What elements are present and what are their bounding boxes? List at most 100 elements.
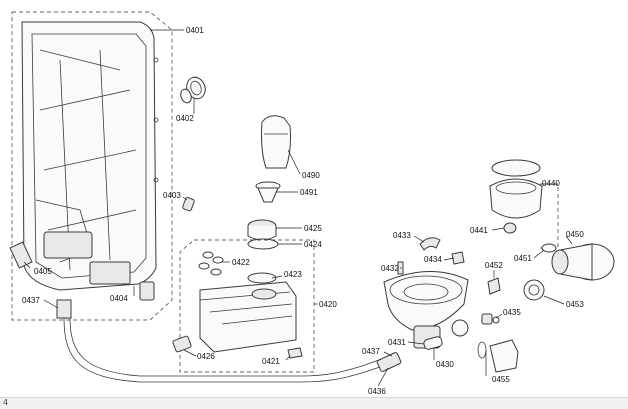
leader-0436 [377, 367, 389, 387]
seal-washer [180, 88, 192, 104]
label-0451: 0451 [514, 254, 532, 263]
label-0420: 0420 [319, 300, 337, 309]
clip-body [451, 251, 465, 265]
side-panel-inner-rim [31, 33, 147, 279]
drain-pump-seal [477, 341, 487, 359]
plug-body [182, 197, 195, 212]
seal-0402-part [180, 76, 206, 104]
label-0437-right: 0437 [362, 347, 380, 356]
leader-0450 [565, 235, 573, 245]
bottom-status-strip: 4 [0, 397, 628, 409]
valve-washer [492, 316, 500, 324]
heater-rim [495, 181, 537, 195]
heater-0440-part [489, 159, 543, 234]
seal-ring-inner [190, 80, 202, 96]
seal-0424-part [247, 238, 279, 250]
leader-0426 [183, 349, 197, 357]
side-panel-screw [153, 57, 159, 63]
leader-0437a [43, 299, 59, 309]
side-panel-bounding-dash [11, 11, 173, 321]
leader-0405 [23, 261, 31, 269]
leader-0434 [443, 257, 455, 261]
label-0401: 0401 [186, 26, 204, 35]
label-0435: 0435 [503, 308, 521, 317]
diagram-canvas: 0401 0402 0403 0404 0405 0437 0490 0491 … [9, 11, 615, 396]
seals-0422-part [198, 251, 224, 276]
label-0434: 0434 [424, 255, 442, 264]
pump-clamp-0451 [541, 243, 557, 253]
leader-0441 [491, 227, 505, 231]
heater-housing [489, 178, 543, 219]
label-0432: 0432 [381, 264, 399, 273]
leader-0437b [383, 351, 393, 357]
vessel-0490-part [261, 115, 291, 169]
label-0430: 0430 [436, 360, 454, 369]
heater-top-seal [491, 159, 541, 177]
sump-side-port [451, 319, 469, 337]
adapter-face [523, 279, 545, 301]
clip-body [287, 347, 303, 359]
label-0433: 0433 [393, 231, 411, 240]
label-0423: 0423 [284, 270, 302, 279]
heater-bracket [540, 183, 559, 249]
label-0455: 0455 [492, 375, 510, 384]
label-0453: 0453 [566, 300, 584, 309]
label-0450: 0450 [566, 230, 584, 239]
label-0425: 0425 [304, 224, 322, 233]
label-0405: 0405 [34, 267, 52, 276]
pump-0455-part [477, 339, 519, 373]
nozzle-0431-part [423, 336, 443, 350]
side-panel-outlet [139, 281, 155, 301]
side-panel-valve-block [43, 231, 93, 259]
label-0440: 0440 [542, 179, 560, 188]
clip-0452-part [487, 277, 501, 295]
softener-bounding-dash [179, 239, 315, 373]
label-0490: 0490 [302, 171, 320, 180]
label-0424: 0424 [304, 240, 322, 249]
label-0431: 0431 [388, 338, 406, 347]
side-panel-screw [153, 177, 159, 183]
softener-0420-part [199, 281, 297, 353]
leader-0433 [413, 235, 425, 243]
leader-0421 [285, 355, 291, 361]
connector-0426-part [172, 335, 192, 353]
leader-0490 [287, 149, 301, 175]
small-seal [210, 268, 222, 276]
leader-0453 [543, 295, 565, 305]
side-panel-screw [153, 117, 159, 123]
connector-body [172, 335, 192, 353]
drain-hose-group [56, 299, 402, 383]
label-0402: 0402 [176, 114, 194, 123]
label-0452: 0452 [485, 261, 503, 270]
sump-inner [403, 283, 449, 301]
funnel-cone [257, 187, 279, 203]
label-0436: 0436 [368, 387, 386, 396]
heater-plug-0441 [503, 222, 517, 234]
side-panel-ribs [39, 49, 137, 271]
sump-bowl [383, 271, 469, 331]
leader-0435 [495, 313, 503, 319]
small-seal [198, 262, 210, 270]
leader-0403 [182, 196, 188, 201]
leader-0423 [271, 275, 283, 279]
clip-0421-part [287, 347, 303, 359]
drain-pump-body [489, 339, 519, 373]
cap-side [247, 226, 277, 241]
label-0403: 0403 [163, 191, 181, 200]
label-0491: 0491 [300, 188, 318, 197]
leader-lines [23, 29, 573, 387]
adapter-hole [528, 284, 540, 296]
label-0437-left: 0437 [22, 296, 40, 305]
valve-body [481, 313, 493, 325]
vessel-body [261, 115, 291, 169]
side-panel-clip [9, 241, 33, 269]
drain-hose-edge [69, 317, 391, 377]
cover-body [419, 237, 441, 251]
seal-0423-part [247, 272, 277, 284]
seal-ring-large [247, 272, 277, 284]
leader-0431 [407, 341, 425, 345]
small-seal [202, 251, 214, 259]
label-0421: 0421 [262, 357, 280, 366]
pump-inlet [551, 249, 569, 275]
sump-rim [389, 275, 463, 305]
